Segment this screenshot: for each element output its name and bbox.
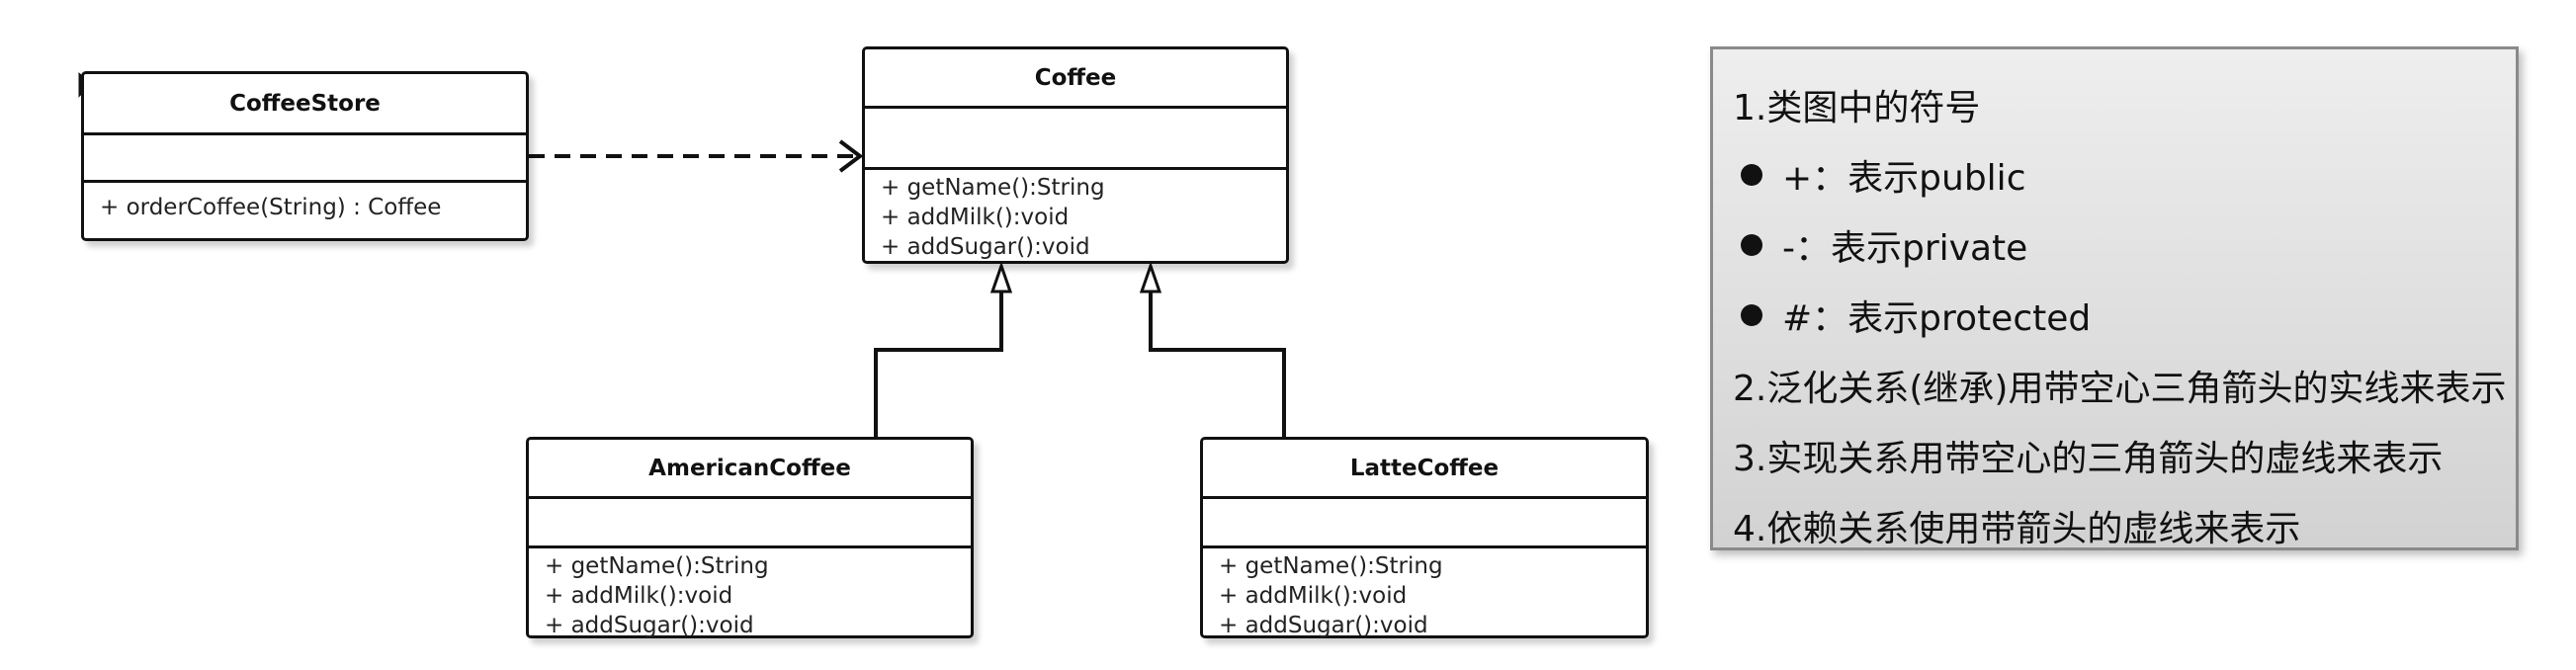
- class-name: Coffee: [865, 49, 1286, 109]
- attributes-compartment: [84, 135, 526, 183]
- legend-item-protected: #：表示protected: [1733, 280, 2516, 350]
- legend-item-generalization: 2.泛化关系(继承)用带空心三角箭头的实线来表示: [1733, 350, 2516, 420]
- generalization-line-american: [874, 292, 1003, 437]
- legend-text: -：表示private: [1782, 227, 2028, 269]
- methods-compartment: + getName():String + addMilk():void + ad…: [1203, 548, 1646, 640]
- method-item: + orderCoffee(String) : Coffee: [100, 195, 442, 220]
- legend-text: 2.泛化关系(继承)用带空心三角箭头的实线来表示: [1733, 368, 2507, 409]
- methods-compartment: + getName():String + addMilk():void + ad…: [865, 170, 1286, 262]
- method-item: + addSugar():void: [1219, 613, 1428, 638]
- class-coffee[interactable]: Coffee + getName():String + addMilk():vo…: [862, 46, 1289, 264]
- method-item: + addMilk():void: [881, 205, 1070, 230]
- class-name: CoffeeStore: [84, 74, 526, 135]
- methods-compartment: + orderCoffee(String) : Coffee: [84, 183, 526, 222]
- attributes-compartment: [1203, 499, 1646, 548]
- class-name: LatteCoffee: [1203, 440, 1646, 499]
- method-item: + addSugar():void: [881, 234, 1090, 260]
- generalization-arrowhead-latte: [1139, 261, 1162, 293]
- legend-item-dependency: 4.依赖关系使用带箭头的虚线来表示: [1733, 490, 2516, 560]
- generalization-line-latte: [1149, 292, 1286, 437]
- legend-item-public: +：表示public: [1733, 139, 2516, 209]
- legend-panel: 1.类图中的符号 +：表示public -：表示private #：表示prot…: [1710, 46, 2519, 550]
- class-americancoffee[interactable]: AmericanCoffee + getName():String + addM…: [526, 437, 974, 638]
- class-coffeestore[interactable]: CoffeeStore + orderCoffee(String) : Coff…: [81, 71, 529, 241]
- class-lattecoffee[interactable]: LatteCoffee + getName():String + addMilk…: [1200, 437, 1649, 638]
- method-item: + getName():String: [881, 175, 1105, 201]
- bullet-icon: [1741, 163, 1762, 186]
- bullet-icon: [1741, 303, 1762, 326]
- method-item: + addMilk():void: [545, 583, 733, 609]
- attributes-compartment: [529, 499, 971, 548]
- legend-text: 1.类图中的符号: [1733, 87, 1981, 128]
- method-item: + addMilk():void: [1219, 583, 1408, 609]
- legend-text: +：表示public: [1782, 157, 2026, 199]
- generalization-arrowhead-american: [989, 261, 1013, 293]
- legend-text: 3.实现关系用带空心的三角箭头的虚线来表示: [1733, 438, 2444, 479]
- dependency-arrowhead: [838, 139, 864, 173]
- methods-compartment: + getName():String + addMilk():void + ad…: [529, 548, 971, 640]
- attributes-compartment: [865, 109, 1286, 170]
- legend-heading: 1.类图中的符号: [1733, 69, 2516, 139]
- legend-text: 4.依赖关系使用带箭头的虚线来表示: [1733, 508, 2301, 549]
- class-name: AmericanCoffee: [529, 440, 971, 499]
- legend-item-private: -：表示private: [1733, 209, 2516, 280]
- method-item: + getName():String: [1219, 553, 1443, 579]
- bullet-icon: [1741, 233, 1762, 256]
- method-item: + getName():String: [545, 553, 769, 579]
- legend-text: #：表示protected: [1782, 297, 2092, 339]
- method-item: + addSugar():void: [545, 613, 754, 638]
- legend-item-realization: 3.实现关系用带空心的三角箭头的虚线来表示: [1733, 420, 2516, 490]
